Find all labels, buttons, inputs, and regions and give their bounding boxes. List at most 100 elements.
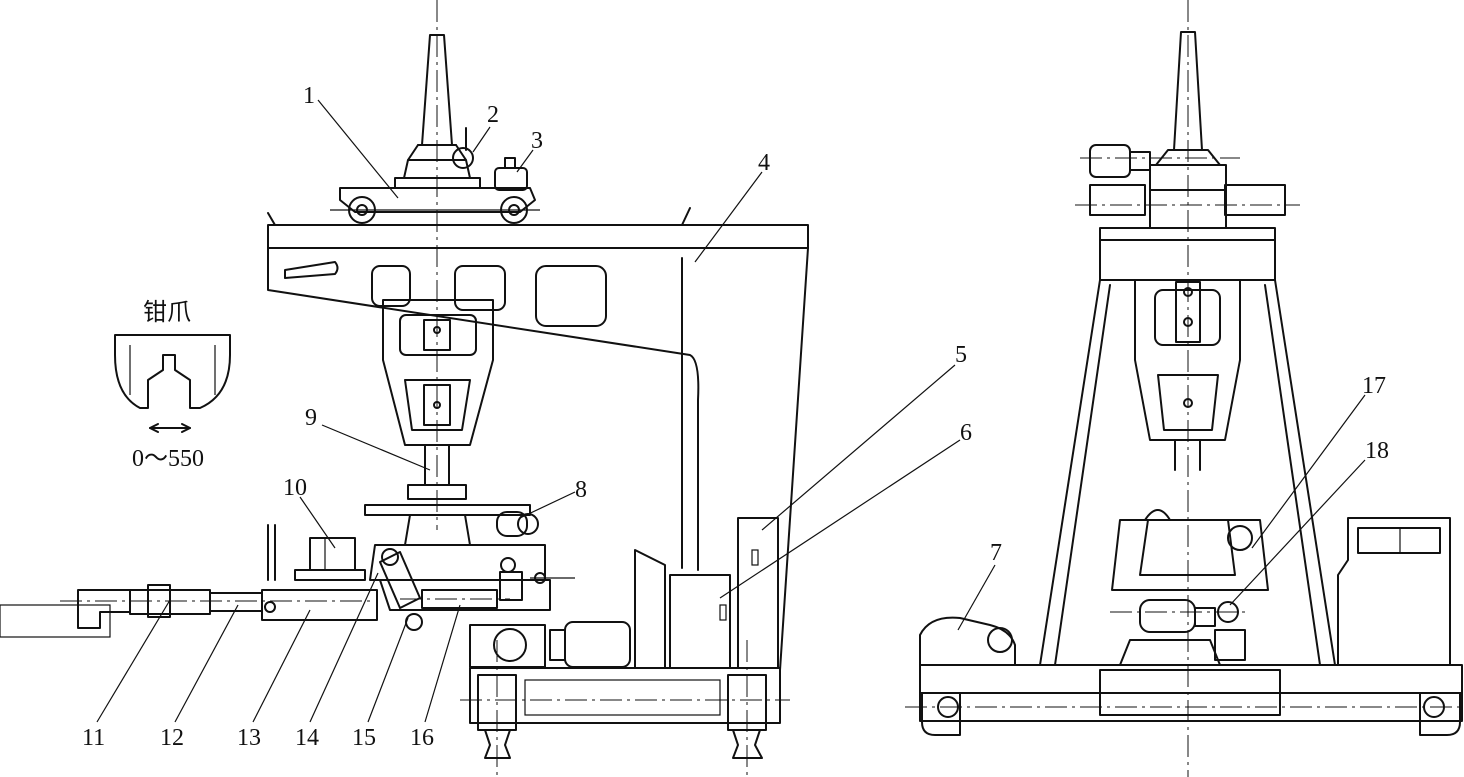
- travel-base: [469, 667, 781, 724]
- travel-base-inner: [524, 679, 721, 716]
- cylinder-top-pin: [381, 548, 399, 566]
- leader-9: [321, 424, 431, 471]
- front-drive-coupling: [1129, 151, 1151, 171]
- travel-motor: [564, 621, 631, 668]
- label-13: 13: [237, 725, 261, 751]
- front-carriage-arch: [1144, 509, 1171, 521]
- leader-2: [472, 126, 491, 153]
- beam-ears: [267, 207, 691, 226]
- mast-bolt-2: [433, 401, 441, 409]
- label-15: 15: [352, 725, 376, 751]
- front-mast-bolt-3: [1183, 398, 1193, 408]
- jaw-range: 0～550: [132, 446, 204, 472]
- leader-18: [1229, 459, 1366, 606]
- carriage-lower: [379, 579, 551, 611]
- label-1: 1: [303, 83, 315, 109]
- tong-jaw: [77, 589, 131, 629]
- cylinder-15: [379, 551, 421, 609]
- front-drive-right: [1224, 184, 1286, 216]
- front-wheel-box-left: [921, 692, 961, 736]
- rail-left: [484, 729, 511, 759]
- mast-bolt-1: [433, 326, 441, 334]
- front-view: [905, 0, 1464, 777]
- label-2: 2: [487, 102, 499, 128]
- label-4: 4: [758, 150, 770, 176]
- front-mast-rod: [1175, 281, 1201, 343]
- gear-2: [452, 147, 474, 169]
- label-8: 8: [575, 477, 587, 503]
- mast-window-1: [399, 314, 477, 356]
- carriage-axis-bolt: [534, 572, 546, 584]
- beam-lower-chord: [267, 247, 700, 571]
- tong-housing-13: [261, 589, 378, 621]
- trolley-motor-cap: [504, 157, 516, 169]
- cabinet-6: [669, 574, 731, 669]
- trolley: [339, 187, 536, 213]
- travel-coupling: [549, 629, 566, 661]
- trolley-top: [394, 177, 481, 189]
- side-view: [0, 0, 809, 777]
- workpiece: [0, 604, 111, 638]
- leader-13: [252, 609, 311, 723]
- mast-body: [382, 299, 494, 446]
- label-3: 3: [531, 128, 543, 154]
- leader-lines: [96, 99, 1366, 723]
- leader-14: [309, 572, 379, 723]
- leader-7: [957, 564, 996, 631]
- gripper-box-base: [294, 569, 366, 581]
- main-beam-top: [267, 224, 809, 249]
- beam-slot: [284, 261, 339, 279]
- label-18: 18: [1365, 438, 1389, 464]
- rail-right: [732, 729, 763, 759]
- label-5: 5: [955, 342, 967, 368]
- leader-17: [1251, 394, 1366, 549]
- spire-base-left: [407, 144, 419, 161]
- gripper-box-10: [309, 537, 356, 571]
- front-carriage-outer: [1111, 519, 1269, 591]
- label-12: 12: [160, 725, 184, 751]
- cabinet-6-handle: [719, 604, 727, 621]
- front-mast-bolt-2: [1183, 317, 1193, 327]
- front-column-head: [1149, 189, 1227, 229]
- front-mast-window-1: [1154, 289, 1221, 346]
- spire-base-right: [455, 144, 467, 161]
- front-drive-7-wheel: [987, 627, 1013, 653]
- leader-10: [299, 496, 336, 549]
- front-motor-18: [1139, 599, 1196, 633]
- leader-5: [761, 364, 956, 531]
- front-wheel-box-right: [1419, 692, 1461, 736]
- leader-8: [519, 491, 576, 519]
- front-frame-legs-inner: [1054, 284, 1321, 666]
- leader-6: [719, 439, 961, 599]
- jaw-dimension-arrows: [149, 423, 191, 433]
- mast-rod-1: [423, 319, 451, 351]
- rotary-plate: [364, 504, 531, 516]
- label-11: 11: [82, 725, 105, 751]
- front-carriage-hole: [1227, 525, 1253, 551]
- mast-window-2: [404, 379, 471, 431]
- front-frame-legs: [1039, 279, 1336, 666]
- front-motor-coupling: [1194, 607, 1216, 627]
- front-drive-left: [1089, 144, 1131, 178]
- front-cabinet-top: [1357, 527, 1441, 554]
- cabinet-5-handle: [751, 549, 759, 566]
- leader-1: [317, 99, 399, 199]
- part-labels: 1 2 3 4 5 6 7 8 9 10 11 12 13 14 15 16 1…: [82, 83, 1389, 751]
- front-mast: [1134, 279, 1241, 441]
- front-turntable: [1119, 639, 1221, 666]
- label-14: 14: [295, 725, 319, 751]
- front-base-center: [1099, 669, 1281, 716]
- jaw-title: 钳爪: [143, 298, 191, 326]
- front-motor-base: [1214, 629, 1246, 661]
- label-10: 10: [283, 475, 307, 501]
- leader-4: [694, 171, 763, 263]
- front-mast-bolt-1: [1183, 287, 1193, 297]
- front-spire-base: [1155, 149, 1221, 166]
- jaw-inset: 钳爪 0～550: [114, 298, 231, 472]
- label-7: 7: [990, 540, 1002, 566]
- leader-12: [174, 604, 239, 723]
- mast-rod-2: [423, 384, 451, 426]
- rotary-drive-8: [496, 511, 528, 537]
